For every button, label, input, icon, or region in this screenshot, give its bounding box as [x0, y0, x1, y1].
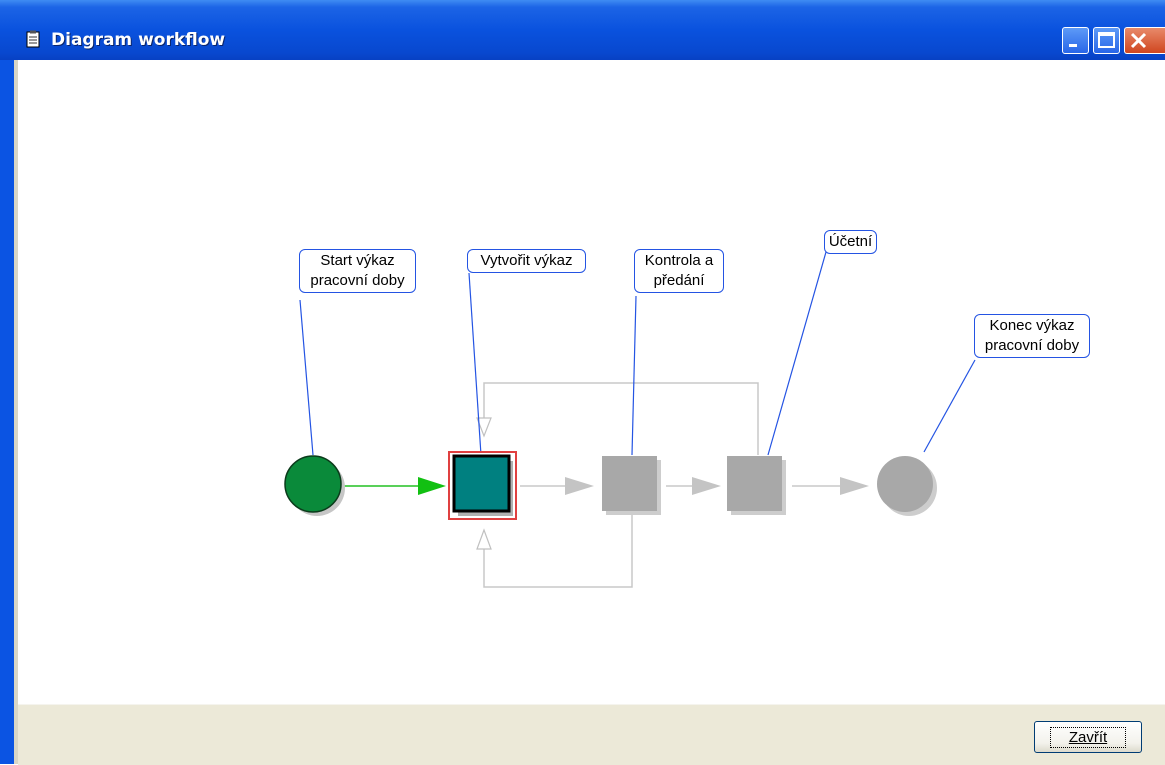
close-window-button[interactable]	[1124, 27, 1165, 54]
close-icon	[1130, 32, 1147, 49]
edge-create-review-arrow	[565, 477, 594, 495]
edge-loop-bottom	[483, 513, 633, 588]
label-review: Kontrola a předání	[644, 252, 714, 289]
close-button[interactable]: Zavřít	[1034, 721, 1142, 753]
edge-loop-top	[483, 382, 759, 455]
minimize-icon	[1069, 44, 1077, 47]
edge-loop-top-arrow	[476, 417, 492, 438]
task-node-accounting[interactable]	[727, 456, 782, 511]
task-node-create[interactable]	[452, 454, 511, 513]
callout-line-accounting	[767, 251, 827, 456]
edge-loop-bottom-arrow	[476, 528, 492, 550]
callout-review: Kontrola a předání	[634, 249, 724, 293]
footer-bar	[18, 704, 1165, 765]
label-create: Vytvořit výkaz	[480, 252, 573, 269]
end-node[interactable]	[877, 456, 933, 512]
start-node[interactable]	[284, 455, 342, 513]
label-end: Konec výkaz pracovní doby	[984, 317, 1080, 354]
label-accounting: Účetní	[828, 233, 873, 250]
label-start: Start výkaz pracovní doby	[310, 252, 405, 289]
close-button-label: Zavřít	[1049, 726, 1127, 748]
maximize-icon	[1098, 32, 1115, 48]
callout-end: Konec výkaz pracovní doby	[974, 314, 1090, 358]
edge-review-accounting-arrow	[692, 477, 721, 495]
callout-line-start	[299, 299, 314, 456]
callout-line-review	[631, 295, 637, 456]
task-node-review[interactable]	[602, 456, 657, 511]
maximize-button[interactable]	[1093, 27, 1120, 54]
minimize-button[interactable]	[1062, 27, 1089, 54]
callout-start: Start výkaz pracovní doby	[299, 249, 416, 293]
callout-accounting: Účetní	[824, 230, 877, 254]
callout-line-create	[468, 272, 482, 456]
edge-accounting-end-arrow	[840, 477, 869, 495]
clipboard-icon	[26, 30, 40, 48]
title-bar[interactable]: Diagram workflow	[0, 0, 1165, 60]
edge-start-create-arrow	[418, 477, 446, 495]
callout-create: Vytvořit výkaz	[467, 249, 586, 273]
left-border	[14, 60, 18, 764]
callout-line-end	[923, 359, 976, 453]
diagram-area	[14, 60, 1165, 764]
window-title: Diagram workflow	[51, 30, 226, 50]
